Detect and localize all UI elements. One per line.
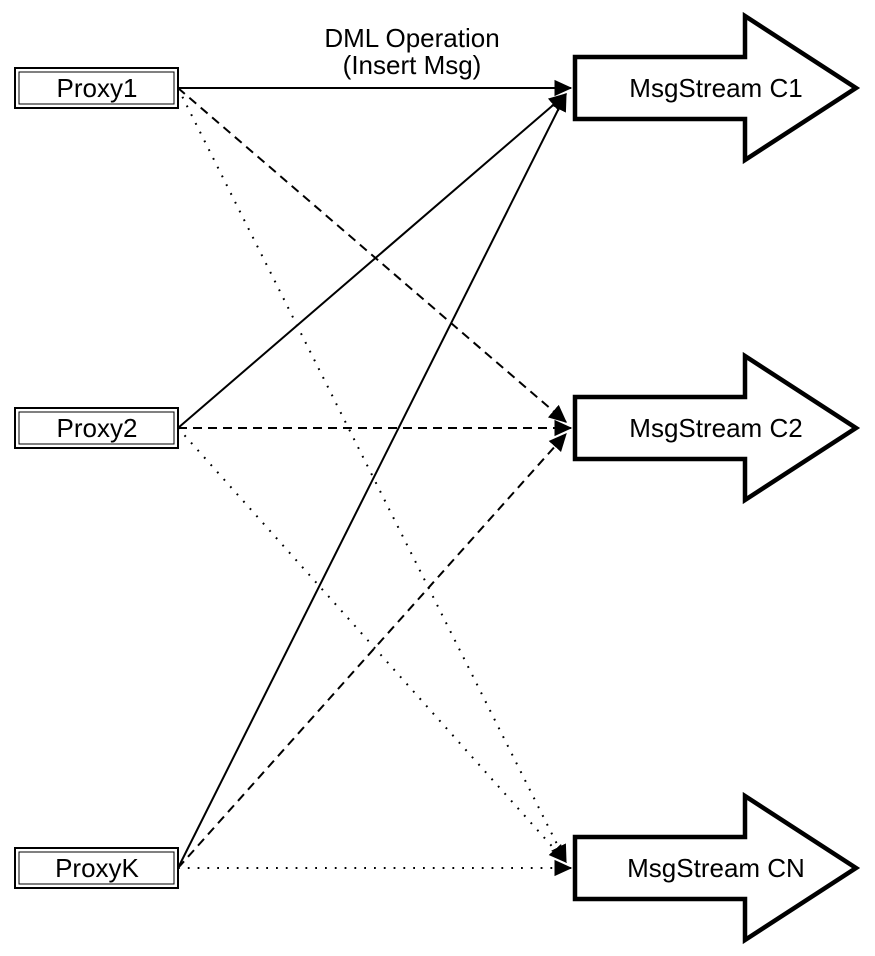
stream-node-cn: MsgStream CN [572,791,861,945]
proxyk-box [14,847,179,889]
stream-node-c2: MsgStream C2 [572,351,861,505]
proxy2-box [14,407,179,449]
msgstream-cn-block-arrow-icon [572,791,861,945]
msgstream-c1-block-arrow-icon [572,11,861,165]
msgstream-c1-label: MsgStream C1 [629,73,802,103]
proxyk-label: ProxyK [55,853,139,883]
proxy1-box-inner-border [18,71,175,105]
msgstream-c2-label: MsgStream C2 [629,413,802,443]
proxy-node-proxyk: ProxyK [14,847,179,889]
proxy2-box-inner-border [18,411,175,445]
title-line1: DML Operation [324,23,499,53]
proxy-node-proxy1: Proxy1 [14,67,179,109]
edges-layer [177,79,573,877]
title-line2: (Insert Msg) [343,50,482,80]
proxy1-label: Proxy1 [57,73,138,103]
edge-proxyk-to-c2 [177,433,567,869]
edge-proxy1-to-cn [177,87,567,864]
edge-proxy2-to-cn [177,427,567,863]
msgstream-cn-label: MsgStream CN [627,853,805,883]
proxy-node-proxy2: Proxy2 [14,407,179,449]
diagram-title: DML Operation (Insert Msg) [324,23,499,80]
edge-proxy2-to-c1 [177,93,567,429]
proxy2-label: Proxy2 [57,413,138,443]
edge-proxyk-to-c1 [177,92,567,869]
msgstream-c2-block-arrow-icon [572,351,861,505]
edge-proxy1-to-c2 [177,87,567,423]
proxyk-box-inner-border [18,851,175,885]
proxy1-box [14,67,179,109]
stream-node-c1: MsgStream C1 [572,11,861,165]
